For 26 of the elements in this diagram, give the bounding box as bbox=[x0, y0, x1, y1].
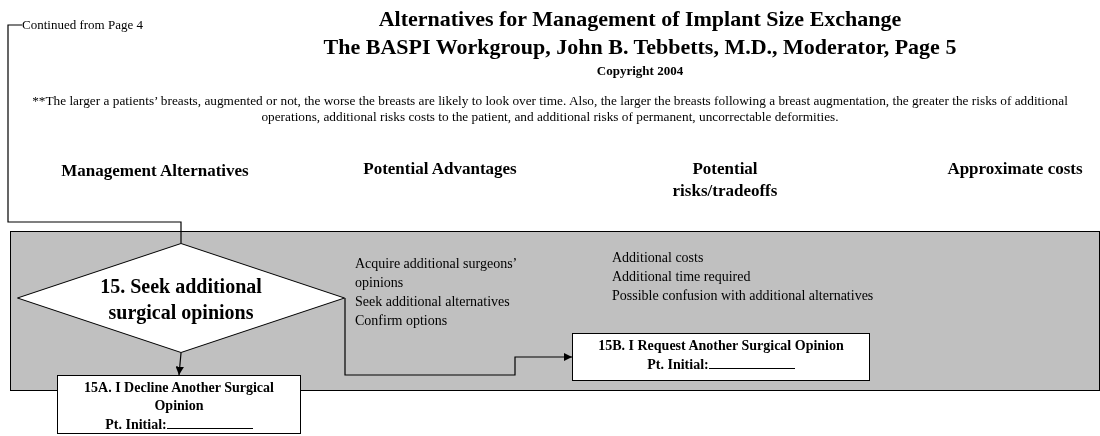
initial-label: Pt. Initial: bbox=[647, 357, 709, 372]
tradeoff-text: Possible confusion with additional alternatives bbox=[612, 287, 874, 305]
column-header: Potential Advantages bbox=[362, 158, 518, 180]
subtitle: The BASPI Workgroup, John B. Tebbetts, M.D., Moderator, Page 5 bbox=[322, 34, 958, 60]
option-title: 15B. I Request Another Surgical Opinion bbox=[597, 337, 845, 355]
column-header: Approximate costs bbox=[946, 158, 1084, 180]
connector-line bbox=[7, 24, 182, 244]
step-title: 15. Seek additional surgical opinions bbox=[99, 274, 263, 325]
column-header: Management Alternatives bbox=[60, 160, 250, 182]
tradeoff-text: Additional time required bbox=[612, 268, 751, 286]
arrow bbox=[175, 352, 184, 376]
initial-label: Pt. Initial: bbox=[105, 417, 167, 432]
option-box bbox=[57, 375, 301, 434]
advantage-text: Seek additional alternatives bbox=[355, 293, 510, 311]
title: Alternatives for Management of Implant Size Exchange bbox=[377, 6, 903, 32]
option-box bbox=[572, 333, 870, 381]
column-header: Potential risks/tradeoffs bbox=[671, 158, 779, 202]
decision-diamond bbox=[17, 243, 345, 353]
option-title: 15A. I Decline Another Surgical Opinion bbox=[83, 379, 275, 415]
advantage-text: Confirm options bbox=[355, 312, 448, 330]
continuation-note: Continued from Page 4 bbox=[22, 17, 143, 33]
note-text: **The larger a patients’ breasts, augmented or not, the worse the breasts are likely to look over time. Also, the larger the breasts following a breast augmentation, the greater the risks of additional operations, additional risks costs to the patient, and additional risks of permanent, uncorrectable deformities. bbox=[31, 93, 1069, 125]
advantage-text: Acquire additional surgeons’ opinions bbox=[355, 255, 518, 292]
tradeoff-text: Additional costs bbox=[612, 249, 704, 267]
arrow bbox=[344, 297, 573, 376]
copyright-text: Copyright 2004 bbox=[595, 63, 685, 79]
